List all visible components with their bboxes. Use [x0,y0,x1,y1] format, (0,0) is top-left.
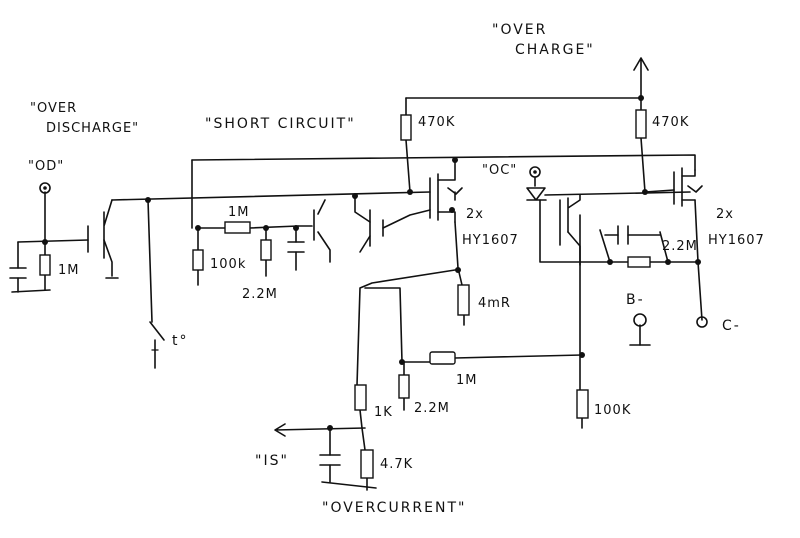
label-r-2m2-sc: 2.2M [242,287,278,302]
junction-dot [695,259,701,265]
wire-od-emitter [103,239,119,279]
resistor-4k7 [360,449,374,479]
wire-is-out [274,423,366,437]
label-r-1m-sc: 1M [228,205,250,220]
resistor-100k-right [576,389,589,419]
transistor-oc-icon [559,194,581,246]
label-overdischarge-1: "OVER [30,101,77,116]
mosfet-left-icon [429,159,463,223]
transistor-sc-q3-icon [369,209,384,247]
wire-od-rail [17,239,89,243]
transistor-od-icon [103,199,113,259]
label-r-1k: 1K [374,405,393,420]
wire-sc-q3-base [382,209,431,229]
wire-sc-q2 [297,199,331,263]
wire-gate-rail [191,154,696,171]
resistor-1k [354,384,367,411]
label-r-1m-od: 1M [58,263,80,278]
label-r-100k-right: 100K [594,403,631,418]
capacitor-is-icon [319,454,341,466]
label-r-2m2-right: 2.2M [662,239,698,254]
resistor-470k-right [635,109,647,139]
label-overdischarge-2: DISCHARGE" [46,121,139,136]
wire-mid-gate [567,231,581,266]
junction-dot [352,193,358,199]
capacitor-icon [9,267,27,279]
junction-dot [455,267,461,273]
mosfet-right-icon [644,167,703,207]
capacitor-right-icon [617,225,629,245]
resistor-4mr [457,284,470,316]
resistor-1m-sc [224,221,251,234]
junction-dot [263,225,269,231]
wire-overcharge-out [633,57,649,99]
resistor-2m2-sc [260,239,272,261]
resistor-470k-left [400,114,412,141]
label-mosfet-left-qty: 2x [466,207,484,222]
thermal-switch-icon [149,321,165,351]
label-c-minus: C- [722,318,741,334]
wire-sc-q3-col [354,195,371,223]
junctions [42,95,701,431]
label-r-2m2-oc: 2.2M [414,401,450,416]
wire-main-rail [111,191,431,201]
junction-dot [145,197,151,203]
label-r-1m-mid: 1M [456,373,478,388]
wire-od-gnd [11,289,51,293]
junction-dot [638,95,644,101]
junction-dot [399,359,405,365]
label-r-4mr: 4mR [478,296,511,311]
junction-dot [407,189,413,195]
label-r-100k-left: 100k [210,257,246,272]
oc-terminal-center [533,170,537,174]
label-b-minus: B- [626,292,645,308]
label-r-470k-left: 470K [418,115,455,130]
label-overcharge-2: CHARGE" [515,42,595,58]
junction-dot [579,352,585,358]
wire-thermal-leg [147,199,156,369]
label-overcharge-1: "OVER [492,22,547,38]
label-overcurrent: "OVERCURRENT" [322,500,466,516]
capacitor-sc-icon [287,241,305,253]
label-od: "OD" [28,159,64,174]
junction-dot [327,425,333,431]
label-thermal-switch: t° [172,333,189,349]
resistor-2m2-right [627,256,651,268]
junction-dot [293,225,299,231]
b-minus-terminal-icon [633,313,647,327]
wire-sense-node [356,269,456,386]
wire-mid-vertical [579,214,583,429]
oc-terminal-icon [529,166,541,178]
resistor-1m-mid [429,351,456,365]
labels: "OVER CHARGE" "OVER DISCHARGE" "SHORT CI… [28,22,765,516]
diode-icon [526,187,547,201]
junction-dot [42,239,48,245]
wire-is-gnd [321,481,377,489]
wire-sc-q3-em [359,235,371,253]
wire-sc-node [197,225,299,229]
resistor-1m-od [39,254,51,276]
wire-470k-left-drop [405,97,411,193]
wire-right-network [599,229,669,263]
wire-main-rail-right [544,191,691,196]
label-is: "IS" [255,453,289,469]
junction-dot [607,259,613,265]
junction-dot [195,225,201,231]
label-mosfet-right-part: HY1607 [708,233,765,248]
label-mosfet-right-qty: 2x [716,207,734,222]
label-short-circuit: "SHORT CIRCUIT" [205,116,356,132]
label-r-470k-right: 470K [652,115,689,130]
resistor-100k-left [192,249,204,271]
c-minus-terminal-icon [696,316,708,328]
od-terminal-center [43,186,47,190]
label-oc: "OC" [482,163,517,178]
label-mosfet-left-part: HY1607 [462,233,519,248]
od-terminal-icon [39,182,51,194]
wire-oc-loop [364,287,583,363]
junction-dot [665,259,671,265]
resistor-2m2-oc [398,374,410,399]
label-r-4k7: 4.7K [380,457,413,472]
